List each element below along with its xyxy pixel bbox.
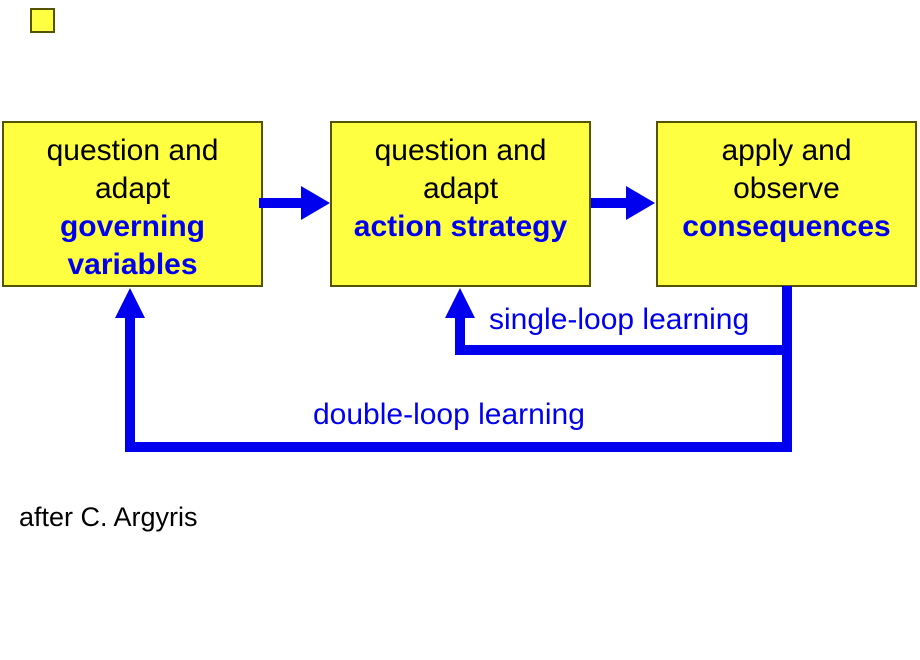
right-arrow-icon (259, 186, 330, 220)
box-highlight-text: consequences (682, 210, 891, 243)
box-consequences: apply and observe consequences (656, 121, 917, 287)
box-action-strategy: question and adapt action strategy (330, 121, 591, 287)
box-highlight-text: action strategy (353, 210, 568, 243)
box-highlight-text: governing variables (59, 210, 205, 281)
box-text-line: question and (374, 134, 547, 167)
box-text-line: adapt (94, 172, 171, 205)
box-text-line: apply and (721, 134, 852, 167)
single-loop-label: single-loop learning (489, 303, 750, 336)
right-arrow-icon (591, 186, 655, 220)
double-loop-label: double-loop learning (313, 398, 585, 431)
box-text-line: question and (46, 134, 219, 167)
box-text-line: observe (733, 172, 840, 205)
box-text-line: adapt (422, 172, 499, 205)
box-governing-variables: question and adapt governing variables (2, 121, 263, 287)
attribution-caption: after C. Argyris (19, 502, 198, 532)
slide-corner-marker (30, 8, 55, 33)
